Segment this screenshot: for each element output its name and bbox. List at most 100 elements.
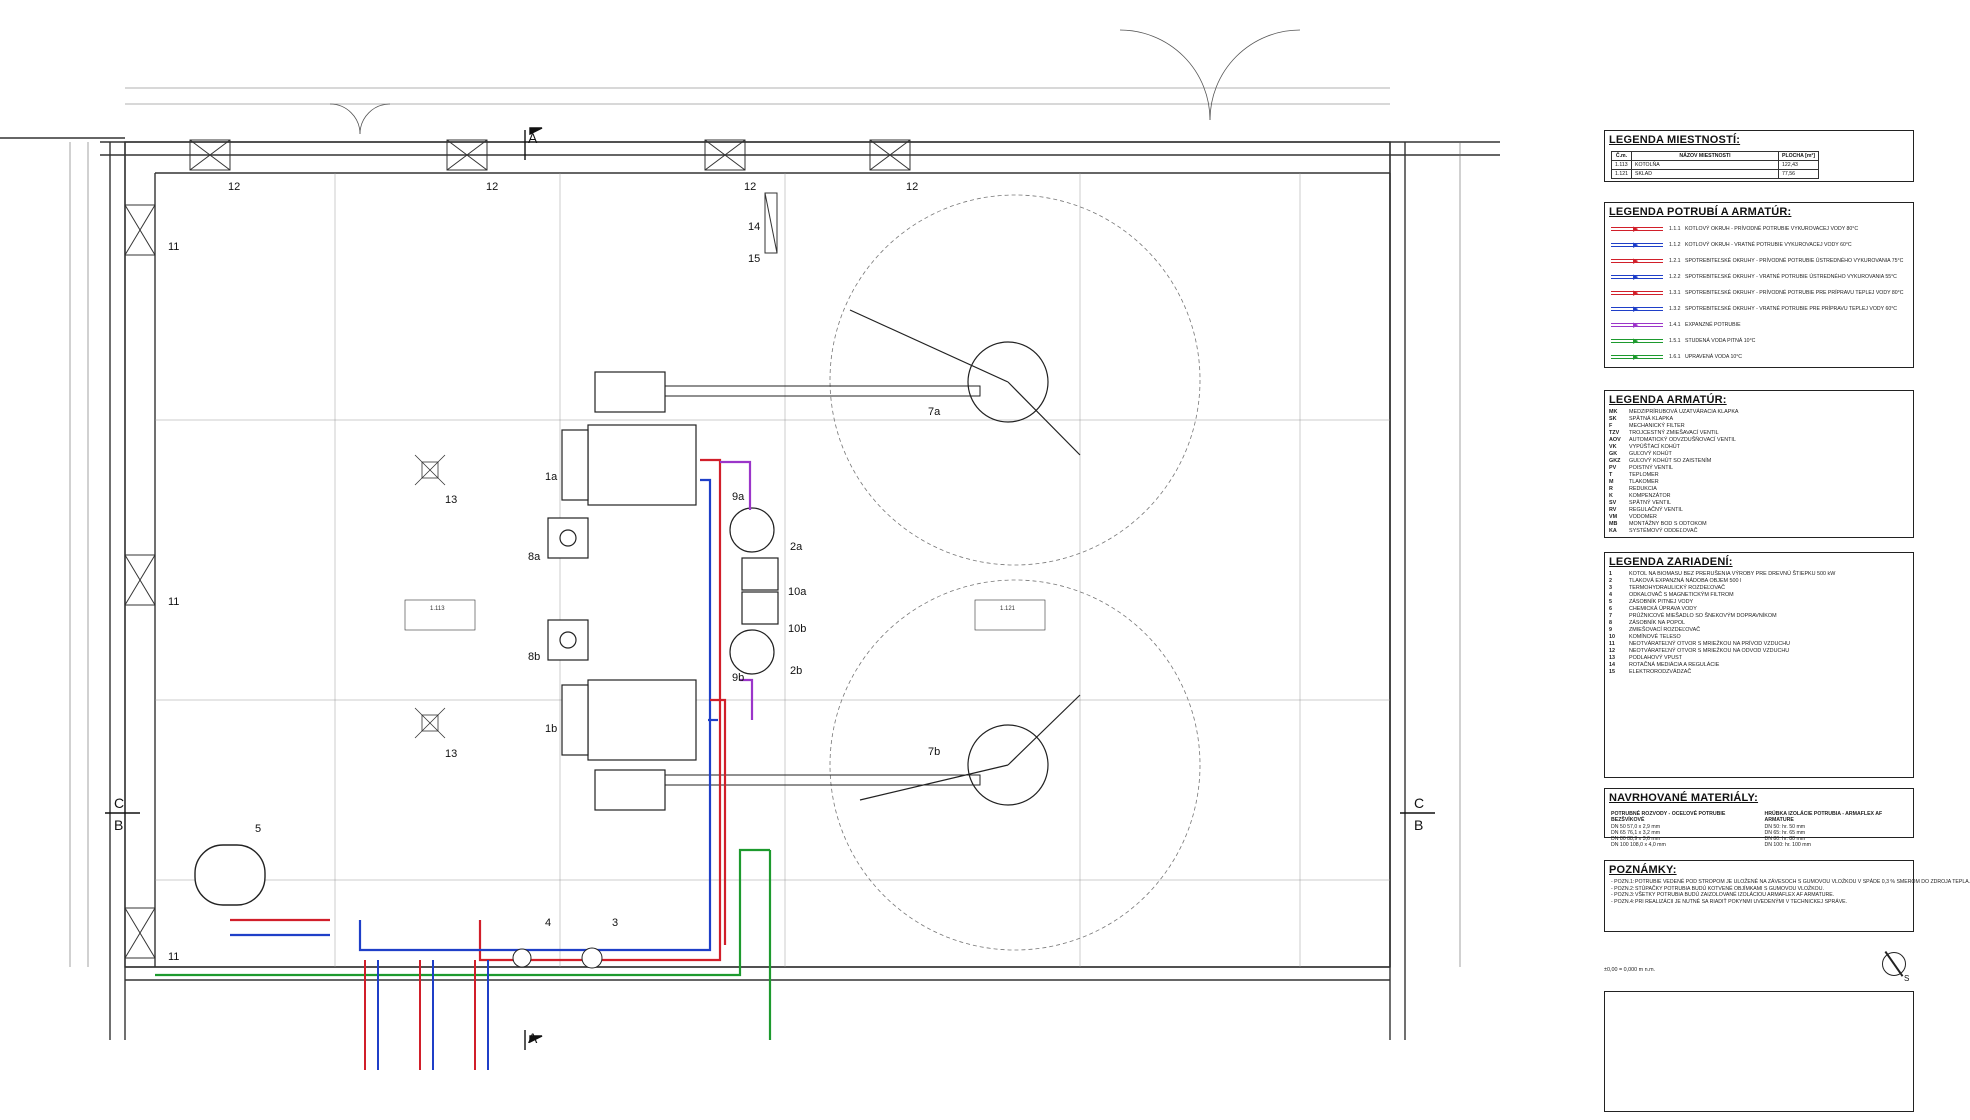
callout-12d: 12: [906, 181, 918, 193]
pipe-code: 1.4.1: [1669, 322, 1681, 328]
fitting-code: MB: [1609, 521, 1618, 527]
callout-5: 5: [255, 823, 261, 835]
room-tag-store: 1.121: [1000, 606, 1016, 612]
device-label: TERMOHYDRAULICKÝ ROZDEĽOVAČ: [1629, 585, 1726, 591]
north-arrow-icon: [1882, 952, 1906, 976]
notes-title: POZNÁMKY:: [1609, 864, 1677, 876]
silo-agitators: [849, 309, 1081, 806]
fitting-code: M: [1609, 479, 1614, 485]
list-item: SK SPÄTNÁ KLAPKA: [1605, 416, 1913, 423]
water-storage-tank: [194, 844, 266, 906]
dimension-lines: [69, 87, 1461, 967]
section-mark-a-top: A: [528, 130, 538, 146]
section-markers: [105, 127, 1435, 1050]
pipe-line-icon: ▶: [1611, 273, 1663, 282]
fitting-code: TZV: [1609, 430, 1620, 436]
note-text: PRI REALIZÁCII JE NUTNÉ SA RIADIŤ POKYNM…: [1635, 898, 1848, 905]
fitting-label: GUĽOVÝ KOHÚT SO ZAISTENÍM: [1629, 458, 1712, 464]
branch-drops: [364, 960, 489, 1070]
device-label: NEOTVÁRATEĽNÝ OTVOR S MRIEŽKOU NA ODVOD …: [1629, 648, 1790, 654]
table-row: 1.113 KOTOLŇA 122,43: [1611, 160, 1819, 170]
flow-arrow-icon: ▶: [1633, 337, 1639, 345]
pipe-code: 1.2.2: [1669, 274, 1681, 280]
vent-openings-top: [189, 139, 911, 171]
pipe-label: EXPANZNÉ POTRUBIE: [1685, 322, 1741, 328]
pipe-line-icon: ▶: [1611, 289, 1663, 298]
fitting-code: PV: [1609, 465, 1617, 471]
pipe-code: 1.5.1: [1669, 338, 1681, 344]
fitting-label: SPÄTNÝ VENTIL: [1629, 500, 1671, 506]
pipe-line-icon: ▶: [1611, 305, 1663, 314]
fitting-label: POISTNÝ VENTIL: [1629, 465, 1674, 471]
list-item: - POZN.2:STÚPAČKY POTRUBIA BUDÚ KOTVENÉ …: [1605, 886, 1913, 893]
materials-body: POTRUBNÉ ROZVODY - OCEĽOVÉ POTRUBIE BEZŠ…: [1605, 807, 1913, 852]
door-swings: [329, 29, 1301, 135]
materials-pipe-size: DN 80 88,9 x 3,6 mm: [1611, 836, 1661, 842]
device-label: KOTOL NA BIOMASU BEZ PRERUŠENIA VÝROBY P…: [1629, 571, 1836, 577]
flow-arrow-icon: ▶: [1633, 353, 1639, 361]
callout-11b: 11: [168, 596, 179, 608]
device-code: 5: [1609, 599, 1612, 605]
section-mark-a-bottom: A: [528, 1030, 538, 1046]
legend-fittings-title: LEGENDA ARMATÚR:: [1609, 394, 1727, 406]
fuel-silos: [829, 194, 1201, 951]
pipe-line-icon: ▶: [1611, 337, 1663, 346]
device-code: 8: [1609, 620, 1612, 626]
materials-insulation-size: DN 80: hr. 80 mm: [1764, 836, 1806, 842]
callout-1b: 1b: [545, 723, 557, 735]
callout-11: 11: [168, 241, 179, 253]
device-code: 2: [1609, 578, 1612, 584]
device-code: 1: [1609, 571, 1612, 577]
device-code: 4: [1609, 592, 1612, 598]
chimneys: [729, 507, 779, 675]
note-text: POTRUBIE VEDENÉ POD STROPOM JE ULOŽENÉ N…: [1635, 879, 1970, 885]
list-item: 2 TLAKOVÁ EXPANZNÁ NÁDOBA OBJEM 500 l: [1605, 578, 1913, 585]
device-code: 14: [1609, 662, 1615, 668]
section-mark-b-left: B: [114, 817, 123, 833]
note-text: VŠETKY POTRUBIA BUDÚ ZAIZOLOVANÉ IZOLÁCI…: [1635, 892, 1835, 899]
fitting-label: REDUKCIA: [1629, 486, 1657, 492]
fitting-label: SPÄTNÁ KLAPKA: [1629, 416, 1674, 422]
room-number: 1.113: [1611, 160, 1632, 170]
note-key: - POZN.3:: [1611, 892, 1635, 899]
fitting-label: GUĽOVÝ KOHÚT: [1629, 451, 1672, 457]
section-mark-c-left: C: [114, 795, 124, 811]
device-label: ZÁSOBNÍK PITNEJ VODY: [1629, 599, 1694, 605]
pipe-label: KOTLOVÝ OKRUH - PRÍVODNÉ POTRUBIE VYKURO…: [1685, 226, 1859, 232]
callout-3: 3: [612, 917, 618, 929]
pipe-label: UPRAVENÁ VODA 10°C: [1685, 354, 1743, 360]
section-mark-b-right: B: [1414, 817, 1423, 833]
section-mark-c-right: C: [1414, 795, 1424, 811]
fitting-label: TEPLOMER: [1629, 472, 1659, 478]
device-label: TLAKOVÁ EXPANZNÁ NÁDOBA OBJEM 500 l: [1629, 578, 1742, 584]
device-label: PRÚŽNICOVÉ MIEŠADLO SO ŠNEKOVÝM DOPRAVNÍ…: [1629, 613, 1777, 619]
callout-10a: 10a: [788, 586, 807, 598]
fitting-label: KOMPENZÁTOR: [1629, 493, 1671, 499]
legend-rooms-panel: LEGENDA MIESTNOSTÍ: Č.m. NÁZOV MIESTNOST…: [1604, 130, 1914, 182]
pipe-code: 1.3.1: [1669, 290, 1681, 296]
note-key: - POZN.4:: [1611, 898, 1635, 905]
device-code: 13: [1609, 655, 1615, 661]
fitting-label: MECHANICKÝ FILTER: [1629, 423, 1685, 429]
fitting-code: KA: [1609, 528, 1617, 534]
room-tags: [404, 599, 1046, 631]
fitting-code: SK: [1609, 416, 1617, 422]
list-item: - POZN.4:PRI REALIZÁCII JE NUTNÉ SA RIAD…: [1605, 899, 1913, 906]
list-item: - POZN.3:VŠETKY POTRUBIA BUDÚ ZAIZOLOVAN…: [1605, 892, 1913, 899]
north-arrow-label: S: [1904, 974, 1910, 983]
pipe-line-icon: ▶: [1611, 257, 1663, 266]
